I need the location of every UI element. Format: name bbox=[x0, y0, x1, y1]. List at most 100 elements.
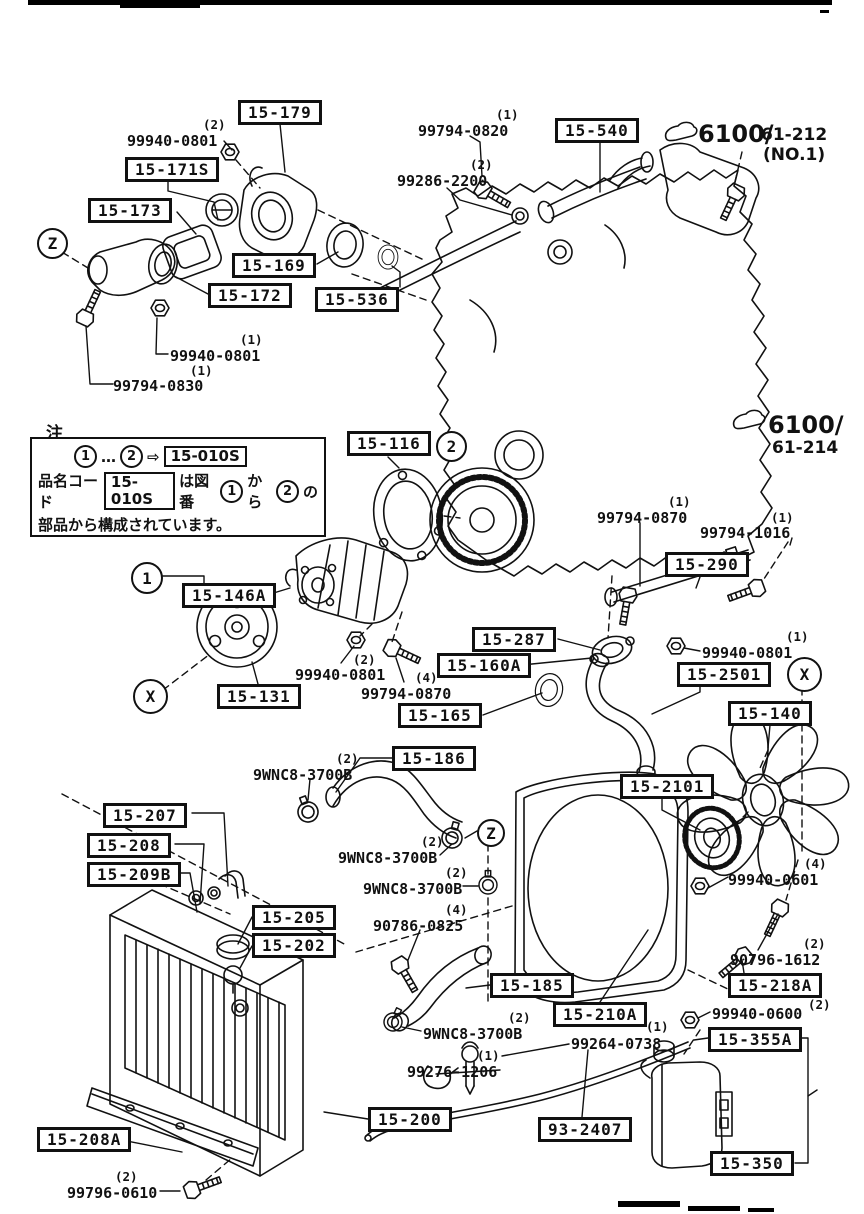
scan-artifact bbox=[172, 5, 200, 8]
note-text-line2: 品名コード 15-010S は図番 1 から 2 の bbox=[38, 470, 318, 512]
part-code-box-15-208: 15-208 bbox=[87, 833, 171, 858]
note-text-line3: 部品から構成されています。 bbox=[38, 514, 318, 535]
water-outlet-thermostat bbox=[87, 166, 399, 297]
scan-artifact bbox=[748, 1208, 774, 1212]
qty-badge: (1) bbox=[771, 510, 794, 525]
qty-badge: (2) bbox=[421, 834, 444, 849]
note-box: 1 … 2 ⇨ 15-010S 品名コード 15-010S は図番 1 から 2… bbox=[30, 437, 326, 537]
part-number: 99276-1206 bbox=[407, 1063, 498, 1081]
part-code-box-15-540: 15-540 bbox=[555, 118, 639, 143]
part-number: 99264-0738 bbox=[571, 1035, 662, 1053]
qty-badge: (2) bbox=[808, 997, 831, 1012]
part-number: 9WNC8-3700B bbox=[423, 1025, 523, 1043]
part-code-box-15-2501: 15-2501 bbox=[677, 662, 772, 687]
section-marker-z: Z bbox=[477, 819, 505, 847]
upper-hose bbox=[325, 760, 463, 839]
part-code-box-15-185: 15-185 bbox=[490, 973, 574, 998]
part-code-box-15-207: 15-207 bbox=[103, 803, 187, 828]
fan-clutch bbox=[682, 805, 742, 871]
xref-sheet: 61-212 bbox=[761, 125, 828, 145]
qty-badge: (2) bbox=[470, 157, 493, 172]
note-text: 部品から構成されています。 bbox=[38, 516, 232, 534]
section-marker-z: Z bbox=[37, 228, 68, 259]
part-code-box-15-172: 15-172 bbox=[208, 283, 292, 308]
pointer-glyph-icon bbox=[664, 121, 766, 430]
item-marker-2: 2 bbox=[436, 431, 467, 462]
circled-2-icon: 2 bbox=[276, 479, 299, 503]
drain-petcock bbox=[461, 1041, 479, 1095]
part-code-box-15-287: 15-287 bbox=[472, 627, 556, 652]
note-text: は図番 bbox=[179, 472, 210, 511]
scan-artifact bbox=[120, 5, 180, 8]
qty-badge: (1) bbox=[646, 1019, 669, 1034]
xref-sheet: 61-214 bbox=[772, 438, 839, 458]
part-code-box-15-140: 15-140 bbox=[728, 701, 812, 726]
part-code-box-93-2407: 93-2407 bbox=[538, 1117, 633, 1142]
qty-badge: (2) bbox=[508, 1010, 531, 1025]
xref-code: 6100/ bbox=[768, 411, 844, 439]
circled-1-icon: 1 bbox=[74, 445, 97, 468]
part-code-box-15-171S: 15-171S bbox=[125, 157, 220, 182]
qty-badge: (2) bbox=[115, 1169, 138, 1184]
part-code-box-15-165: 15-165 bbox=[398, 703, 482, 728]
part-number: 99940-0801 bbox=[170, 347, 261, 365]
part-code-box-15-2101: 15-2101 bbox=[620, 774, 715, 799]
part-number: 99940-0801 bbox=[295, 666, 386, 684]
note-text: から bbox=[247, 472, 263, 511]
scan-artifact bbox=[688, 1206, 740, 1211]
xref-code: 6100/ bbox=[698, 120, 774, 148]
qty-badge: (1) bbox=[496, 107, 519, 122]
part-number: 90786-0825 bbox=[373, 917, 464, 935]
part-number: 99940-0801 bbox=[127, 132, 218, 150]
qty-badge: (2) bbox=[353, 652, 376, 667]
xref-note: (NO.1) bbox=[763, 145, 826, 165]
note-code-box: 15-010S bbox=[103, 472, 176, 510]
note-dots: … bbox=[101, 447, 116, 466]
lower-bracket bbox=[86, 1087, 259, 1167]
qty-badge: (1) bbox=[240, 332, 263, 347]
part-code-box-15-131: 15-131 bbox=[217, 684, 301, 709]
circled-1-icon: 1 bbox=[220, 479, 244, 503]
part-code-box-15-210A: 15-210A bbox=[553, 1002, 648, 1027]
part-number: 99796-0610 bbox=[67, 1184, 158, 1202]
expansion-tank bbox=[640, 1040, 733, 1169]
part-code-box-15-202: 15-202 bbox=[252, 933, 336, 958]
qty-badge: (2) bbox=[336, 751, 359, 766]
qty-badge: (2) bbox=[803, 936, 826, 951]
scan-artifact bbox=[820, 10, 829, 13]
part-code-box-15-208A: 15-208A bbox=[37, 1127, 132, 1152]
part-number: 99940-0601 bbox=[728, 871, 819, 889]
part-code-box-15-186: 15-186 bbox=[392, 746, 476, 771]
section-marker-x: X bbox=[787, 657, 822, 692]
leader-lines bbox=[85, 123, 818, 1192]
scan-artifact bbox=[28, 0, 832, 5]
part-number: 99794-0830 bbox=[113, 377, 204, 395]
part-code-box-15-290: 15-290 bbox=[665, 552, 749, 577]
fasteners bbox=[73, 143, 792, 1202]
part-number: 99794-0870 bbox=[597, 509, 688, 527]
part-number: 9WNC8-3700B bbox=[253, 766, 353, 784]
part-code-box-15-200: 15-200 bbox=[368, 1107, 452, 1132]
section-marker-x: X bbox=[133, 679, 168, 714]
note-arrow-icon: ⇨ bbox=[147, 447, 160, 466]
part-code-box-15-536: 15-536 bbox=[315, 287, 399, 312]
part-number: 9WNC8-3700B bbox=[338, 849, 438, 867]
qty-badge: (4) bbox=[415, 670, 438, 685]
part-number: 99940-0600 bbox=[712, 1005, 803, 1023]
part-code-box-15-218A: 15-218A bbox=[728, 973, 823, 998]
qty-badge: (4) bbox=[804, 856, 827, 871]
part-number: 99940-0801 bbox=[702, 644, 793, 662]
part-number: 99794-0870 bbox=[361, 685, 452, 703]
radiator bbox=[109, 889, 304, 1177]
part-code-box-15-116: 15-116 bbox=[347, 431, 431, 456]
lower-hose bbox=[390, 945, 492, 1032]
radiator-cap bbox=[216, 934, 250, 994]
part-code-box-15-350: 15-350 bbox=[710, 1151, 794, 1176]
part-code-box-15-179: 15-179 bbox=[238, 100, 322, 125]
water-pump bbox=[284, 468, 444, 624]
cooling-fan bbox=[670, 707, 856, 893]
note-text: の bbox=[303, 482, 319, 501]
note-rule-line: 1 … 2 ⇨ 15-010S bbox=[38, 445, 318, 468]
